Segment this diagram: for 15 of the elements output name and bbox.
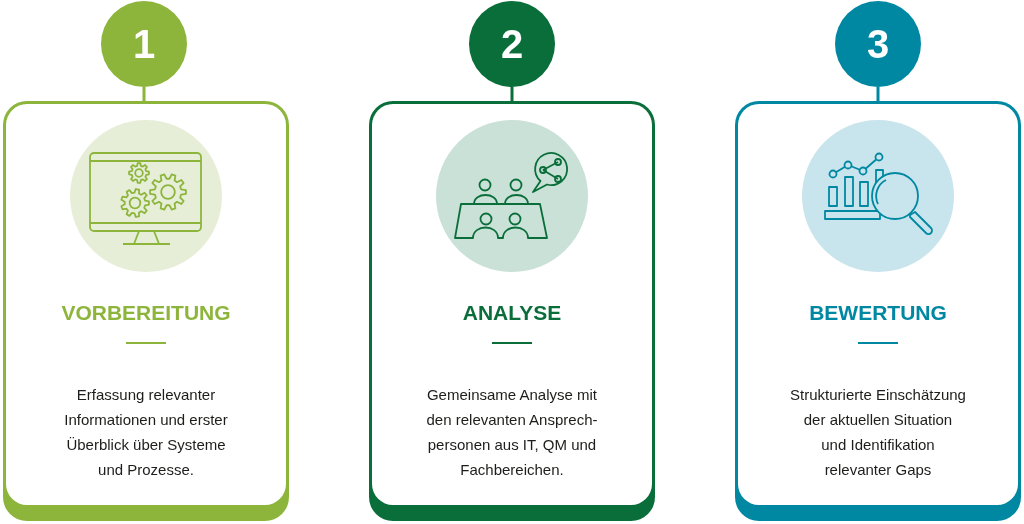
step-title: ANALYSE	[462, 301, 562, 325]
step-card	[369, 101, 655, 521]
step-title: BEWERTUNG	[809, 301, 947, 325]
step-description: Strukturierte Einschätzung der aktuellen Situation und Identifikation relevanter Gaps	[790, 385, 966, 480]
connector-line	[510, 87, 514, 101]
step-description: Gemeinsame Analyse mit den relevanten Ansprech- personen aus IT, QM und Fachbereichen.	[425, 385, 599, 480]
step-title: VORBEREITUNG	[61, 301, 231, 325]
step-number: 2	[469, 1, 555, 87]
step-number: 3	[835, 1, 921, 87]
step-card	[735, 101, 1021, 521]
connector-line	[142, 87, 146, 101]
step-number: 1	[101, 1, 187, 87]
step-description: Erfassung relevanter Informationen und erster Überblick über Systeme und Prozesse.	[63, 385, 229, 480]
connector-line	[876, 87, 880, 101]
step-card	[3, 101, 289, 521]
